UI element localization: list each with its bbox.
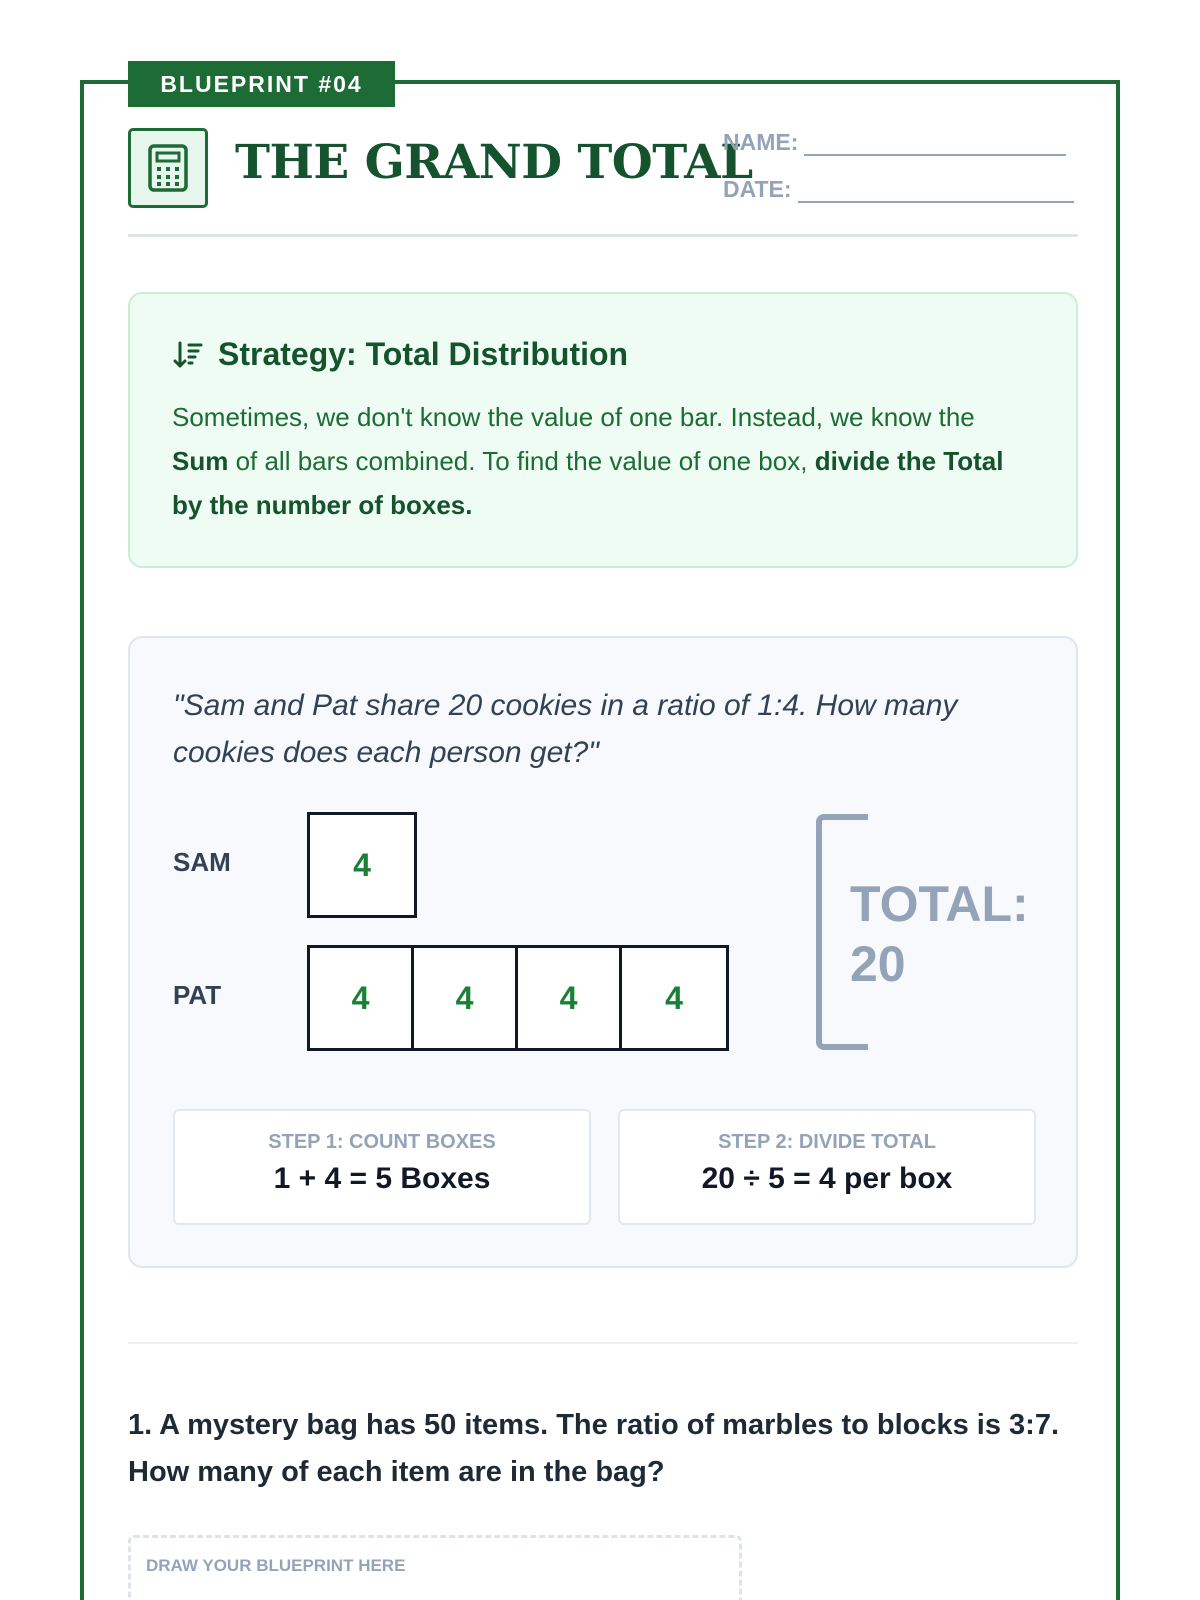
worked-example: "Sam and Pat share 20 cookies in a ratio… <box>128 636 1078 1268</box>
total-label: TOTAL: 20 <box>850 874 1050 994</box>
step-1-card: STEP 1: COUNT BOXES 1 + 4 = 5 Boxes <box>173 1109 591 1225</box>
bar-cell: 4 <box>518 948 622 1048</box>
name-field[interactable]: NAME: <box>723 129 1067 156</box>
worksheet-header: THE GRAND TOTAL NAME: DATE: <box>128 127 1078 211</box>
worksheet-frame <box>80 80 1120 1600</box>
step-2-label: STEP 2: DIVIDE TOTAL <box>718 1131 936 1153</box>
strategy-description: Sometimes, we don't know the value of on… <box>172 395 1032 527</box>
date-field[interactable]: DATE: <box>723 176 1074 203</box>
strategy-box: Strategy: Total Distribution Sometimes, … <box>128 292 1078 568</box>
bar-cell: 4 <box>414 948 518 1048</box>
bar-sam: 4 <box>307 812 417 918</box>
step-2-value: 20 ÷ 5 = 4 per box <box>701 1162 953 1195</box>
name-label: NAME: <box>723 129 799 155</box>
example-question: "Sam and Pat share 20 cookies in a ratio… <box>173 689 958 769</box>
blueprint-badge: BLUEPRINT #04 <box>128 61 395 107</box>
bar-cell: 4 <box>665 979 683 1016</box>
bar-label-pat: PAT <box>173 980 222 1010</box>
date-blank-line <box>797 201 1074 203</box>
total-label-text: TOTAL: <box>850 876 1029 932</box>
name-blank-line <box>804 154 1067 156</box>
bar-label-sam: SAM <box>173 847 231 877</box>
strategy-bold-sum: Sum <box>172 446 229 476</box>
total-bracket <box>816 814 868 1050</box>
strategy-bold-divide: divide the Total by the number of boxes. <box>172 446 1004 520</box>
header-divider <box>128 234 1078 237</box>
strategy-heading: Strategy: Total Distribution <box>172 336 1034 373</box>
bar-cell: 4 <box>310 948 414 1048</box>
step-1-label: STEP 1: COUNT BOXES <box>268 1131 496 1153</box>
calculator-icon <box>128 128 208 208</box>
step-2-card: STEP 2: DIVIDE TOTAL 20 ÷ 5 = 4 per box <box>618 1109 1036 1225</box>
strategy-title: Strategy: Total Distribution <box>218 336 629 372</box>
strategy-text-part-1: Sometimes, we don't know the value of on… <box>172 402 975 432</box>
total-value: 20 <box>850 936 906 992</box>
question-1: 1. A mystery bag has 50 items. The ratio… <box>128 1409 1060 1488</box>
strategy-text-part-2: of all bars combined. To find the value … <box>228 446 815 476</box>
page-title: THE GRAND TOTAL <box>235 135 753 190</box>
bar-cell: 4 <box>353 846 371 883</box>
sort-descending-icon <box>173 341 203 367</box>
draw-area[interactable]: DRAW YOUR BLUEPRINT HERE <box>128 1535 742 1600</box>
section-divider <box>128 1342 1078 1344</box>
bar-pat: 4 4 4 4 <box>307 945 729 1051</box>
draw-area-label: DRAW YOUR BLUEPRINT HERE <box>146 1556 406 1575</box>
date-label: DATE: <box>723 176 792 202</box>
step-1-value: 1 + 4 = 5 Boxes <box>273 1162 491 1195</box>
